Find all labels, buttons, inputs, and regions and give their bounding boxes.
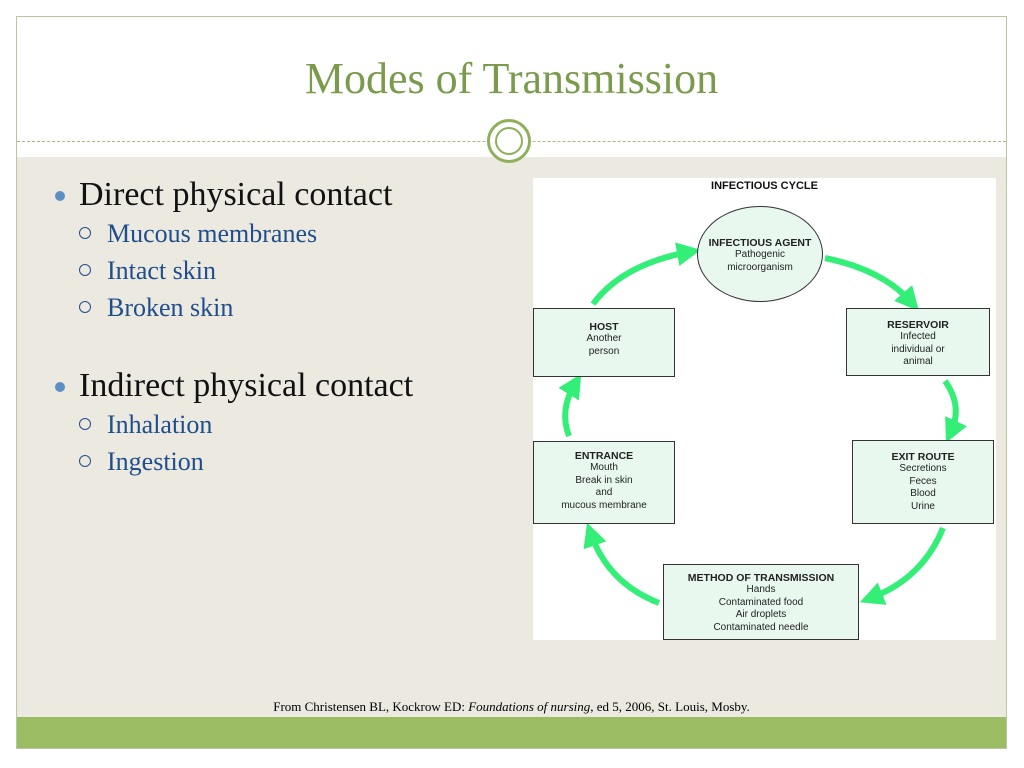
node-line: Break in skin xyxy=(575,474,633,486)
node-line: Pathogenic xyxy=(734,249,786,260)
bullet-text: Indirect physical contact xyxy=(79,367,414,404)
node-line: person xyxy=(588,345,620,357)
node-heading: RESERVOIR xyxy=(887,319,949,331)
node-exit-route: EXIT ROUTE Secretions Feces Blood Urine xyxy=(852,440,994,524)
citation-suffix: , ed 5, 2006, St. Louis, Mosby. xyxy=(590,699,750,714)
node-line: mucous membrane xyxy=(561,499,647,511)
node-line: individual or xyxy=(891,343,945,355)
node-host: HOST Another person xyxy=(533,308,675,377)
citation-footer: From Christensen BL, Kockrow ED: Foundat… xyxy=(17,699,1006,715)
arrow-agent-to-reservoir xyxy=(824,255,919,312)
node-line: Mouth xyxy=(590,462,618,473)
arrow-reservoir-to-exit xyxy=(942,379,967,443)
node-line: Contaminated food xyxy=(718,596,804,608)
subitem: Broken skin xyxy=(47,289,517,326)
node-infectious-agent: INFECTIOUS AGENT Pathogenic microorganis… xyxy=(697,206,823,302)
node-heading: INFECTIOUS AGENT xyxy=(708,237,812,249)
bullet-item: Indirect physical contact xyxy=(47,366,517,406)
subitem-text: Mucous membranes xyxy=(107,219,318,248)
node-heading: METHOD OF TRANSMISSION xyxy=(687,572,835,584)
node-line: Contaminated needle xyxy=(713,621,809,633)
circle-bullet-icon xyxy=(79,227,91,239)
arrow-host-to-agent xyxy=(590,242,701,306)
diagram-title: INFECTIOUS CYCLE xyxy=(711,180,818,192)
node-line: Another xyxy=(586,333,622,344)
subitem: Inhalation xyxy=(47,406,517,443)
subitem-text: Intact skin xyxy=(107,256,217,285)
circle-bullet-icon xyxy=(79,301,91,313)
circle-bullet-icon xyxy=(79,455,91,467)
node-heading: EXIT ROUTE xyxy=(891,451,955,463)
subitem-text: Inhalation xyxy=(107,410,213,439)
node-line: Feces xyxy=(909,475,937,487)
node-line: animal xyxy=(903,356,933,367)
infectious-cycle-diagram: INFECTIOUS CYCLE INFECTIOUS AGENT Pathog… xyxy=(533,178,996,640)
node-method-of-transmission: METHOD OF TRANSMISSION Hands Contaminate… xyxy=(663,564,859,640)
citation-book-title: Foundations of nursing xyxy=(468,699,591,714)
bullet-item: Direct physical contact xyxy=(47,175,517,215)
node-reservoir: RESERVOIR Infected individual or animal xyxy=(846,308,990,376)
subitem-text: Ingestion xyxy=(107,447,204,476)
bullet-text: Direct physical contact xyxy=(79,176,393,213)
node-heading: HOST xyxy=(589,321,619,333)
cycle-arrows xyxy=(558,242,967,606)
subitem: Mucous membranes xyxy=(47,215,517,252)
citation-prefix: From Christensen BL, Kockrow ED: xyxy=(273,699,469,714)
node-heading: ENTRANCE xyxy=(574,450,634,462)
arrow-entrance-to-host xyxy=(558,373,582,438)
subitem-text: Broken skin xyxy=(107,293,234,322)
bullet-dot-icon xyxy=(55,382,65,392)
subitem: Intact skin xyxy=(47,252,517,289)
node-line: Secretions xyxy=(899,463,947,474)
ring-ornament-icon xyxy=(487,119,531,163)
node-line: Air droplets xyxy=(735,609,787,620)
bullet-dot-icon xyxy=(55,191,65,201)
bottom-accent-band xyxy=(17,717,1006,748)
node-line: Urine xyxy=(911,500,935,512)
bullet-list: Direct physical contact Mucous membranes… xyxy=(47,175,517,480)
node-line: Hands xyxy=(746,584,776,595)
arrow-method-to-entrance xyxy=(583,522,661,606)
arrow-exit-to-method xyxy=(859,526,946,605)
slide-title: Modes of Transmission xyxy=(304,54,719,103)
node-line: and xyxy=(595,487,613,498)
circle-bullet-icon xyxy=(79,418,91,430)
node-line: microorganism xyxy=(727,261,793,273)
subitem: Ingestion xyxy=(47,443,517,480)
node-entrance: ENTRANCE Mouth Break in skin and mucous … xyxy=(533,441,675,524)
circle-bullet-icon xyxy=(79,264,91,276)
slide: Modes of Transmission Direct physical co… xyxy=(16,16,1007,749)
node-line: Infected xyxy=(900,331,936,342)
node-line: Blood xyxy=(910,488,936,499)
